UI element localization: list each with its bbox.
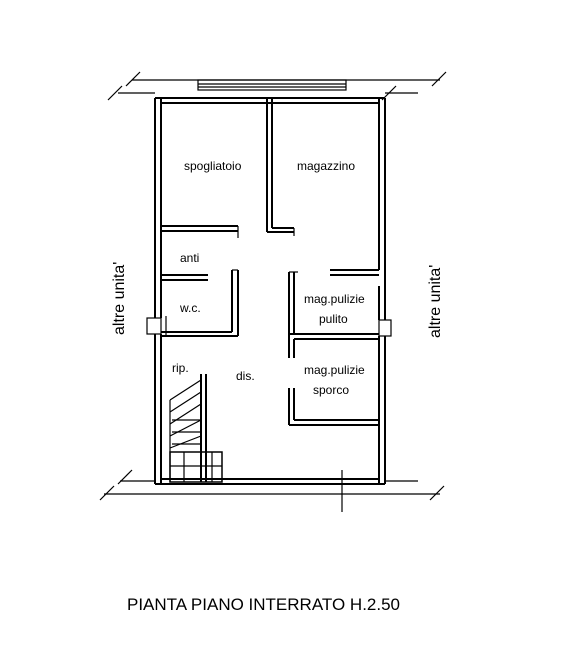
room-label-mag-pulizie-pulito-line1: mag.pulizie xyxy=(304,292,365,306)
room-label-anti: anti xyxy=(180,251,199,265)
room-label-mag-pulizie-sporco-line1: mag.pulizie xyxy=(304,363,365,377)
left-neighbour-label: altre unita' xyxy=(111,262,128,335)
interior-walls xyxy=(161,98,379,426)
room-label-mag-pulizie-pulito-line2: pulito xyxy=(319,312,348,326)
top-window xyxy=(197,79,347,91)
room-label-magazzino: magazzino xyxy=(297,159,355,173)
right-neighbour-label: altre unita' xyxy=(427,265,444,338)
top-boundary xyxy=(107,71,447,101)
room-label-dis: dis. xyxy=(236,369,255,383)
outer-walls xyxy=(146,97,392,485)
staircase xyxy=(169,374,223,483)
room-label-spogliatoio: spogliatoio xyxy=(184,159,242,173)
room-label-wc: w.c. xyxy=(179,301,201,315)
room-label-rip: rip. xyxy=(172,361,189,375)
bottom-boundary xyxy=(99,469,445,512)
room-label-mag-pulizie-sporco-line2: sporco xyxy=(313,383,349,397)
plan-caption: PIANTA PIANO INTERRATO H.2.50 xyxy=(127,595,400,614)
